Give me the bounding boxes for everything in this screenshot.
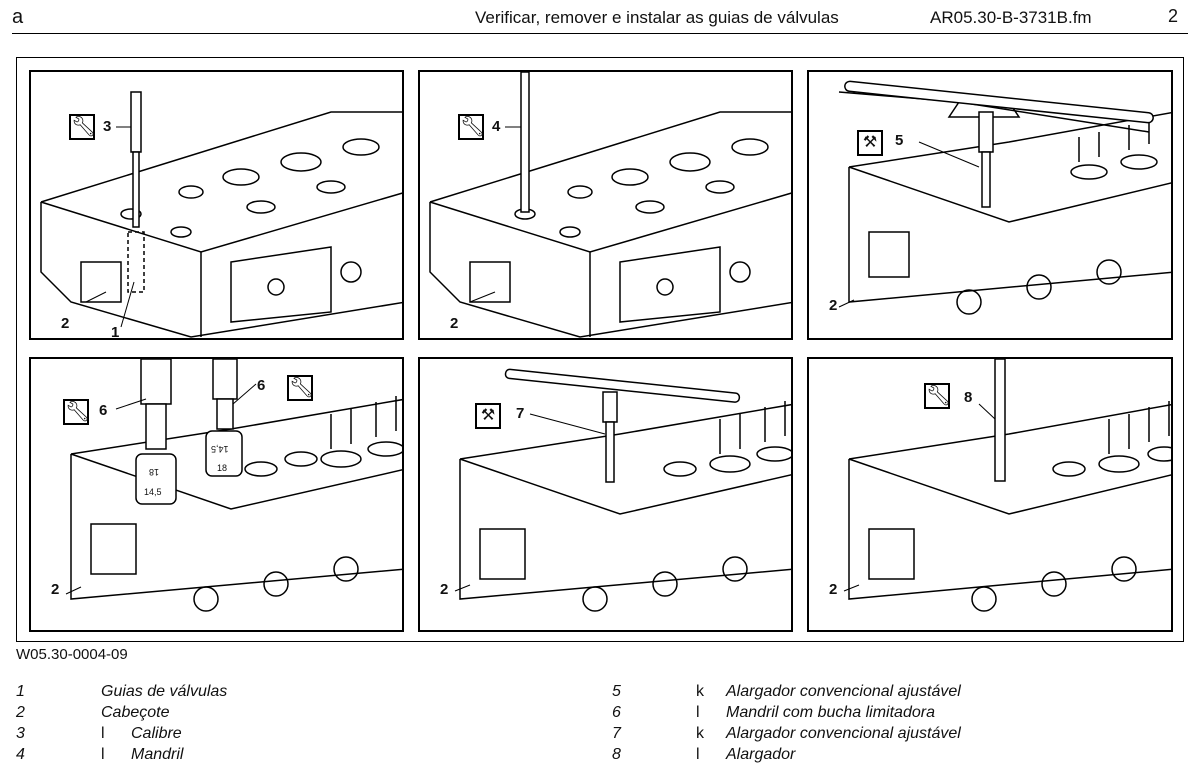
legend-number: 8 — [612, 746, 621, 763]
legend-text: Mandril — [131, 746, 184, 763]
callout-8: 8 — [964, 389, 973, 406]
legend-text: Guias de válvulas — [101, 683, 228, 700]
section-letter: a — [12, 6, 24, 28]
legend-number: 3 — [16, 725, 25, 742]
cylinder-head-drawing — [429, 72, 791, 338]
panel-6: 🔧︎ 8 2 — [807, 357, 1173, 632]
callout-7: 7 — [516, 405, 525, 422]
wrench-hand-icon: 🔧︎ — [69, 114, 97, 140]
legend-mark: l — [101, 725, 105, 742]
callout-2: 2 — [51, 581, 60, 598]
cylinder-head-drawing — [838, 80, 1171, 315]
callout-3: 3 — [103, 118, 112, 135]
panel-5: ⚒︎ 7 2 — [418, 357, 793, 632]
legend-mark: k — [696, 683, 704, 700]
callout-2: 2 — [61, 315, 70, 332]
page-header: a Verificar, remover e instalar as guias… — [0, 0, 1200, 34]
wrench-hand-icon: 🔧︎ — [287, 375, 315, 401]
figure-id: W05.30-0004-09 — [16, 646, 128, 663]
page-number: 2 — [1168, 6, 1179, 26]
workshop-tool-icon: ⚒︎ — [475, 403, 501, 429]
callout-4: 4 — [492, 118, 501, 135]
callout-2: 2 — [829, 297, 838, 314]
bushing-mark: 14,5 — [211, 444, 229, 454]
legend-number: 4 — [16, 746, 25, 763]
legend-text: Alargador — [726, 746, 796, 763]
legend-number: 5 — [612, 683, 621, 700]
header-rule — [12, 33, 1188, 34]
legend-text: Calibre — [131, 725, 182, 742]
wrench-hand-icon: 🔧︎ — [458, 114, 486, 140]
legend-number: 6 — [612, 704, 621, 721]
bushing-mark: 14,5 — [144, 487, 162, 497]
cylinder-head-drawing — [843, 359, 1171, 612]
panel-1: 🔧︎ 3 2 1 — [29, 70, 404, 340]
file-name: AR05.30-B-3731B.fm — [930, 8, 1092, 27]
cylinder-head-drawing — [40, 91, 402, 338]
legend-number: 1 — [16, 683, 25, 700]
legend-number: 2 — [16, 704, 25, 721]
panel-4: 18 14,5 14,5 18 🔧︎ 🔧︎ 6 6 2 — [29, 357, 404, 632]
callout-5: 5 — [895, 132, 904, 149]
legend-text: Mandril com bucha limitadora — [726, 704, 935, 721]
legend-number: 7 — [612, 725, 621, 742]
legend-text: Alargador convencional ajustável — [726, 725, 961, 742]
legend-mark: l — [696, 746, 700, 763]
legend-mark: k — [696, 725, 704, 742]
panel-3: ⚒︎ 5 2 — [807, 70, 1173, 340]
callout-6: 6 — [257, 377, 266, 394]
workshop-tool-icon: ⚒︎ — [857, 130, 883, 156]
wrench-hand-icon: 🔧︎ — [63, 399, 91, 425]
callout-2: 2 — [440, 581, 449, 598]
legend-mark: l — [696, 704, 700, 721]
wrench-hand-icon: 🔧︎ — [924, 383, 952, 409]
legend-text: Alargador convencional ajustável — [726, 683, 961, 700]
callout-6: 6 — [99, 402, 108, 419]
panel-2: 🔧︎ 4 2 — [418, 70, 793, 340]
cylinder-head-drawing — [454, 368, 791, 612]
bushing-mark: 18 — [217, 463, 228, 473]
cylinder-head-drawing — [65, 359, 402, 612]
callout-2: 2 — [450, 315, 459, 332]
callout-1: 1 — [111, 324, 120, 340]
legend-text: Cabeçote — [101, 704, 170, 721]
bushing-mark: 18 — [149, 467, 160, 477]
callout-2: 2 — [829, 581, 838, 598]
document-title: Verificar, remover e instalar as guias d… — [475, 8, 839, 27]
legend-mark: l — [101, 746, 105, 763]
figure-frame: 🔧︎ 3 2 1 🔧︎ 4 2 — [16, 57, 1184, 642]
